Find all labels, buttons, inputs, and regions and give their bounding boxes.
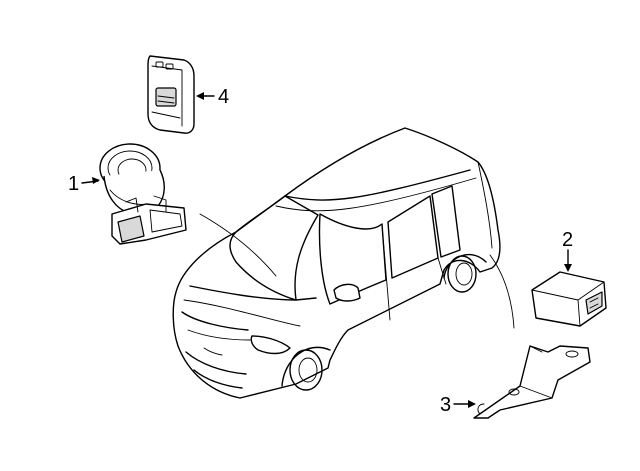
leader-line-1 (199, 213, 277, 277)
callout-number-2: 2 (562, 229, 573, 251)
key-fob (147, 55, 195, 134)
ignition-switch (99, 143, 187, 245)
callout-number-1: 1 (68, 173, 79, 195)
leader-line-3 (489, 254, 515, 329)
callout-number-3: 3 (440, 394, 451, 416)
leader-lines (199, 213, 515, 329)
callout-4: 4 (196, 86, 229, 108)
callout-2: 2 (562, 229, 573, 272)
callout-number-4: 4 (218, 86, 229, 108)
mounting-bracket (473, 345, 591, 419)
vehicle-minivan (172, 127, 501, 399)
callout-3: 3 (440, 394, 476, 416)
control-module (531, 271, 607, 327)
callout-1: 1 (68, 173, 100, 195)
